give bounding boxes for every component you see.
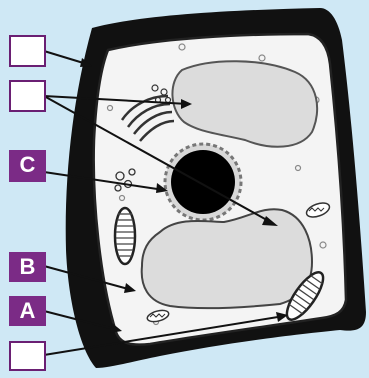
- nucleus: [171, 150, 235, 214]
- label-c[interactable]: C: [9, 150, 46, 182]
- label-b[interactable]: B: [9, 252, 46, 282]
- label-blank-second[interactable]: [9, 80, 46, 112]
- label-blank-bottom[interactable]: [9, 341, 46, 371]
- label-a[interactable]: A: [9, 296, 46, 326]
- chloroplast-left: [115, 208, 135, 264]
- label-blank-top[interactable]: [9, 35, 46, 67]
